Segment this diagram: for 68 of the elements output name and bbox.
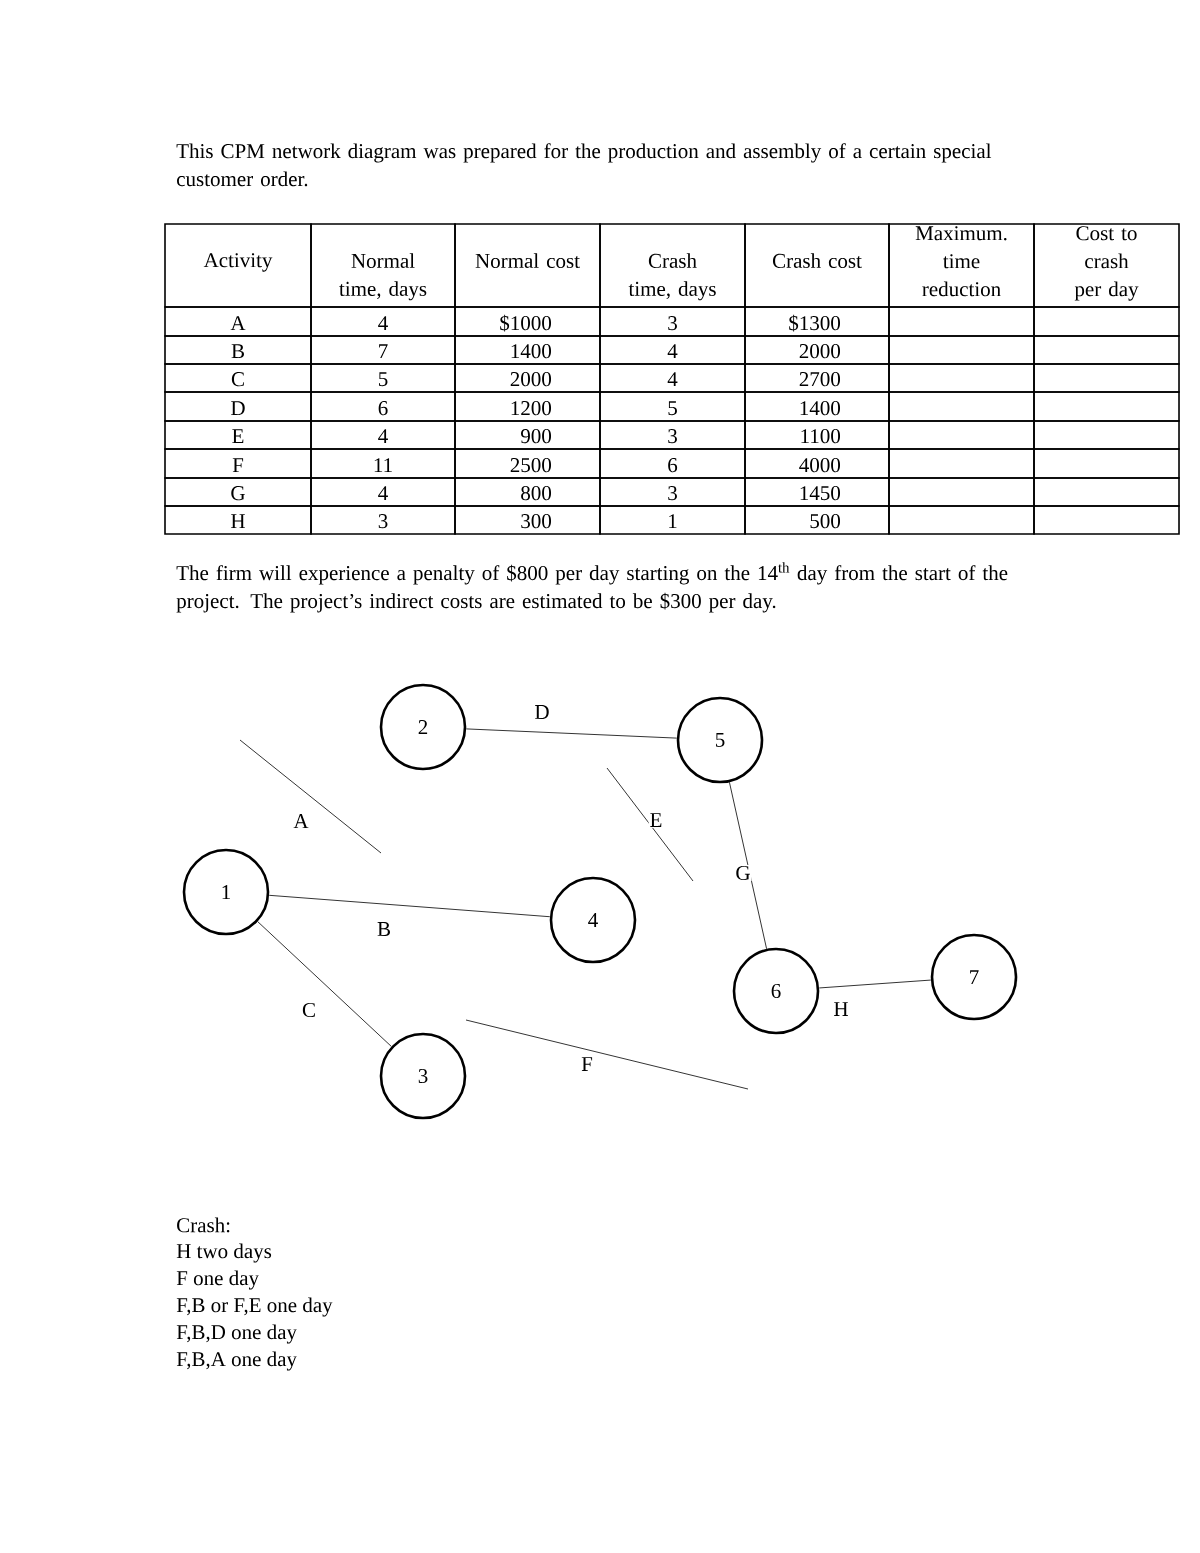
table-cell: 11 <box>310 448 456 479</box>
table-cell: 4 <box>310 306 456 337</box>
edge-label: C <box>301 1001 317 1019</box>
note-line: F,B or F,E one day <box>176 1297 333 1317</box>
table-cell: $1300 <box>744 306 890 337</box>
table-cell: 900 <box>454 420 601 450</box>
table-cell: 300 <box>454 505 601 535</box>
connector-line <box>465 728 678 739</box>
table-cell: 3 <box>310 505 456 535</box>
connector-line <box>729 781 767 950</box>
table-cell: 800 <box>454 477 601 507</box>
table-cell: 3 <box>599 306 746 337</box>
table-cell: D <box>164 391 312 422</box>
edge-label: D <box>533 704 551 720</box>
table-cell: F <box>164 448 312 479</box>
edge-label: G <box>734 864 752 882</box>
table-cell: $1000 <box>454 306 601 337</box>
table-cell: 6 <box>310 391 456 422</box>
table-cell: 1400 <box>454 335 601 365</box>
header-cell: Maximum. time reduction <box>888 223 1035 308</box>
header-cell: Normal cost <box>454 223 601 308</box>
table-cell: 2700 <box>744 363 890 393</box>
table-cell: 2000 <box>744 335 890 365</box>
activity-label: F <box>580 1056 594 1072</box>
activity-label: E <box>648 812 664 828</box>
table-cell: E <box>164 420 312 450</box>
connector-line <box>257 921 392 1047</box>
header-cell: Crash time, days <box>599 223 746 308</box>
table-cell: 4 <box>599 363 746 393</box>
header-cell: Cost to crash per day <box>1033 223 1180 308</box>
activity-label: A <box>292 813 310 829</box>
table-cell: 2000 <box>454 363 601 393</box>
table-cell: G <box>164 477 312 507</box>
note-line: H two days <box>176 1243 272 1263</box>
edge-label: H <box>832 1001 850 1017</box>
table-cell: 4 <box>599 335 746 365</box>
header-cell: Normal time, days <box>310 223 456 308</box>
table-cell: 2500 <box>454 448 601 479</box>
table-cell: 7 <box>310 335 456 365</box>
table-cell: 5 <box>310 363 456 393</box>
table-cell: 1450 <box>744 477 890 507</box>
header-cell: Crash cost <box>744 223 890 308</box>
edge-label: B <box>376 921 392 937</box>
table-cell: 6 <box>599 448 746 479</box>
table-cell: 4 <box>310 420 456 450</box>
table-cell: 1100 <box>744 420 890 450</box>
note-line: Crash: <box>177 1217 230 1233</box>
header-cell: Activity <box>164 223 312 308</box>
connector-line <box>818 979 932 989</box>
note-line: F,B,D one day <box>176 1324 297 1344</box>
table-cell: 4 <box>310 477 456 507</box>
table-cell: B <box>164 335 312 365</box>
paragraph: The firm will experience a penalty of $800 per day starting on the 14$^{th}$ day from the start of the project. The project’s indirect costs are estimated to be $300 per day. <box>176 562 1008 613</box>
table-cell: 1200 <box>454 391 601 422</box>
table-cell: A <box>164 306 312 337</box>
paragraph: This CPM network diagram was prepared for the production and assembly of a certain special customer order. <box>176 143 992 187</box>
table-cell: 3 <box>599 420 746 450</box>
table-cell: 3 <box>599 477 746 507</box>
table-cell: 500 <box>744 505 890 535</box>
table-cell: 5 <box>599 391 746 422</box>
table-cell: 4000 <box>744 448 890 479</box>
connector-line <box>268 894 551 918</box>
note-line: F,B,A one day <box>176 1351 297 1371</box>
note-line: F one day <box>176 1270 259 1290</box>
table-cell: H <box>164 505 312 535</box>
table-cell: 1400 <box>744 391 890 422</box>
table-cell: C <box>164 363 312 393</box>
table-cell: 1 <box>599 505 746 535</box>
